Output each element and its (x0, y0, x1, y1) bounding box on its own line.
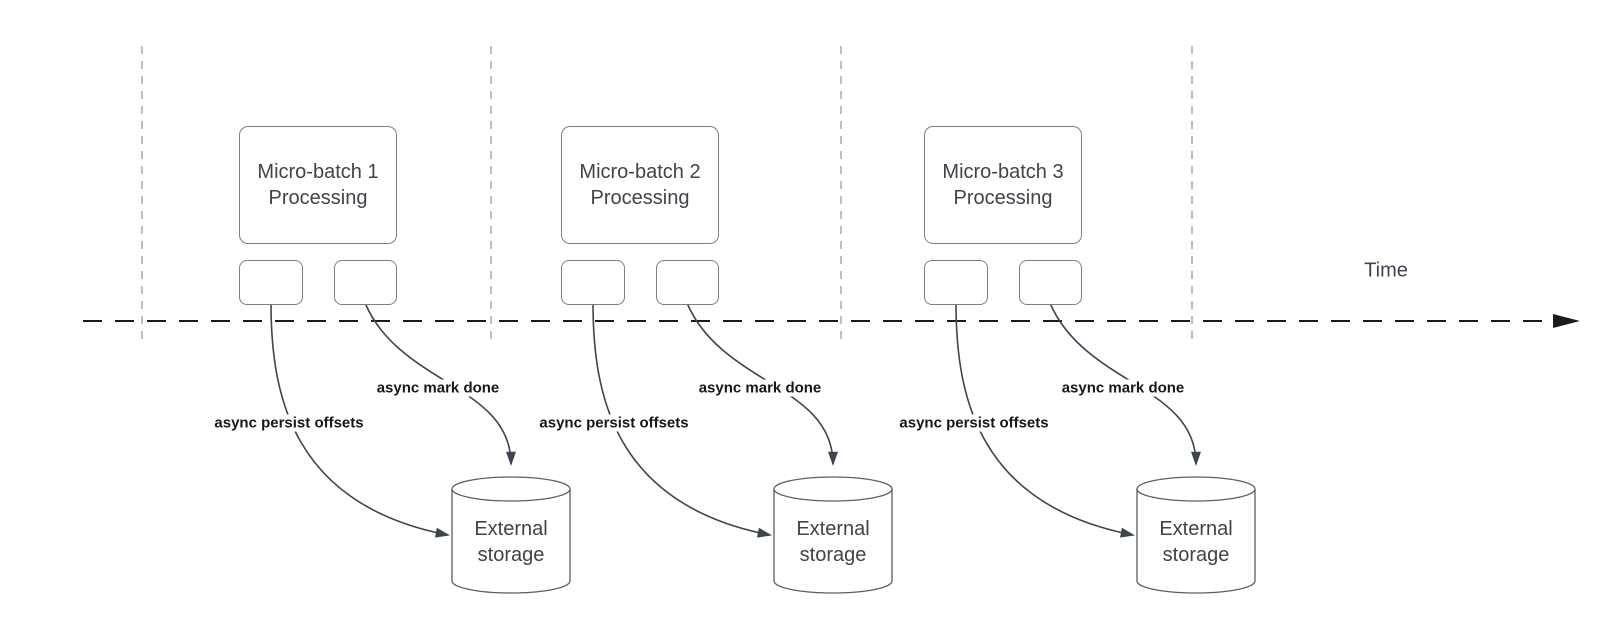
storage-label-line2: storage (1162, 544, 1230, 566)
processing-box-label-line2: Processing (590, 187, 690, 209)
batch-1-persist-task-box (239, 260, 303, 305)
storage-label-line2: storage (799, 544, 867, 566)
processing-box-label-line2: Processing (953, 187, 1053, 209)
cylinder-top-edge (451, 476, 571, 502)
batch-1-mark-done-task-box (334, 260, 397, 305)
mark-done-label: async mark done (373, 379, 503, 397)
time-axis-label: Time (1364, 259, 1408, 282)
cylinder-body (1137, 489, 1255, 581)
batch-3-graphics (955, 302, 1256, 594)
micro-batch-2-processing-box: Micro-batch 2 Processing (561, 126, 719, 244)
time-axis (83, 314, 1580, 328)
batch-2-mark-done-task-box (656, 260, 719, 305)
storage-label-line1: External (474, 518, 548, 540)
external-storage-label: External storage (474, 516, 547, 568)
persist-offsets-label: async persist offsets (536, 414, 692, 432)
cylinder-body (774, 489, 892, 581)
storage-label-line1: External (796, 518, 870, 540)
mark-done-label: async mark done (1058, 379, 1188, 397)
persist-offsets-connector (955, 302, 1135, 538)
external-storage-label: External storage (1159, 516, 1232, 568)
storage-label-line1: External (1159, 518, 1233, 540)
mark-done-label: async mark done (695, 379, 825, 397)
cylinder-body (452, 489, 570, 581)
cylinder-top-edge (773, 476, 893, 502)
batch-2-graphics (592, 302, 893, 594)
persist-offsets-connector (270, 302, 450, 538)
processing-box-label-line1: Micro-batch 2 (579, 161, 701, 183)
micro-batch-3-processing-box: Micro-batch 3 Processing (924, 126, 1082, 244)
persist-offsets-label: async persist offsets (211, 414, 367, 432)
batch-2-persist-task-box (561, 260, 625, 305)
persist-offsets-label: async persist offsets (896, 414, 1052, 432)
cylinder-top-edge (1136, 476, 1256, 502)
external-storage-label: External storage (796, 516, 869, 568)
persist-offsets-connector (592, 302, 772, 538)
external-storage-cylinder (773, 476, 893, 594)
storage-label-line2: storage (477, 544, 545, 566)
external-storage-cylinder (1136, 476, 1256, 594)
micro-batch-1-processing-box: Micro-batch 1 Processing (239, 126, 397, 244)
batch-interval-gridlines (141, 46, 1193, 340)
batch-3-persist-task-box (924, 260, 988, 305)
external-storage-cylinder (451, 476, 571, 594)
processing-box-label-line1: Micro-batch 1 (257, 161, 379, 183)
batch-1-graphics (270, 302, 571, 594)
batch-3-mark-done-task-box (1019, 260, 1082, 305)
processing-box-label-line1: Micro-batch 3 (942, 161, 1064, 183)
time-axis-arrowhead-icon (1553, 314, 1580, 328)
processing-box-label-line2: Processing (268, 187, 368, 209)
